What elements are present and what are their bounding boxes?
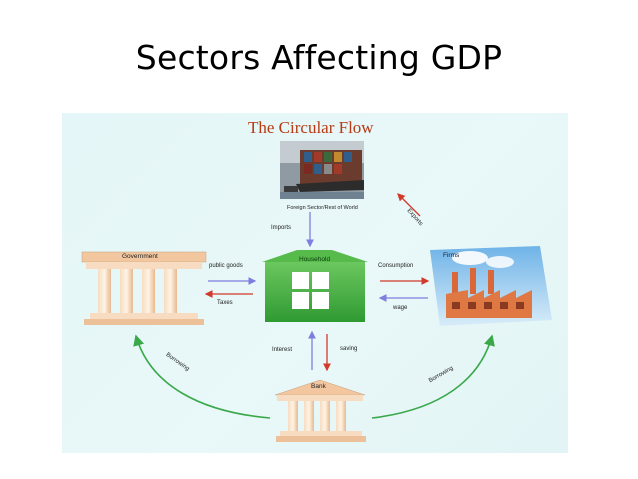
household-label: Household	[299, 256, 331, 263]
saving-label: saving	[340, 346, 358, 352]
borrowing-right-arrow	[371, 334, 495, 419]
public-goods-label: public goods	[209, 263, 243, 269]
exports-arrow	[397, 193, 421, 217]
wage-label: wage	[393, 305, 408, 311]
interest-label: Interest	[272, 347, 293, 353]
firms-factory-icon	[430, 246, 552, 326]
imports-label: Imports	[271, 225, 292, 231]
household-house-icon	[262, 250, 368, 322]
firms-label: Firms	[443, 252, 460, 259]
bank-building-icon	[274, 379, 366, 442]
diagram-title: The Circular Flow	[248, 118, 374, 137]
borrowing-left-arrow	[133, 334, 271, 419]
government-building-icon	[81, 251, 207, 325]
taxes-label: Taxes	[217, 300, 233, 306]
consumption-label: Consumption	[378, 263, 414, 269]
slide-title: Sectors Affecting GDP	[135, 38, 503, 77]
foreign-sector-label: Foreign Sector/Rest of World	[287, 205, 358, 211]
government-label: Government	[122, 253, 158, 260]
foreign-sector-image	[280, 141, 364, 199]
bank-label: Bank	[311, 383, 326, 390]
